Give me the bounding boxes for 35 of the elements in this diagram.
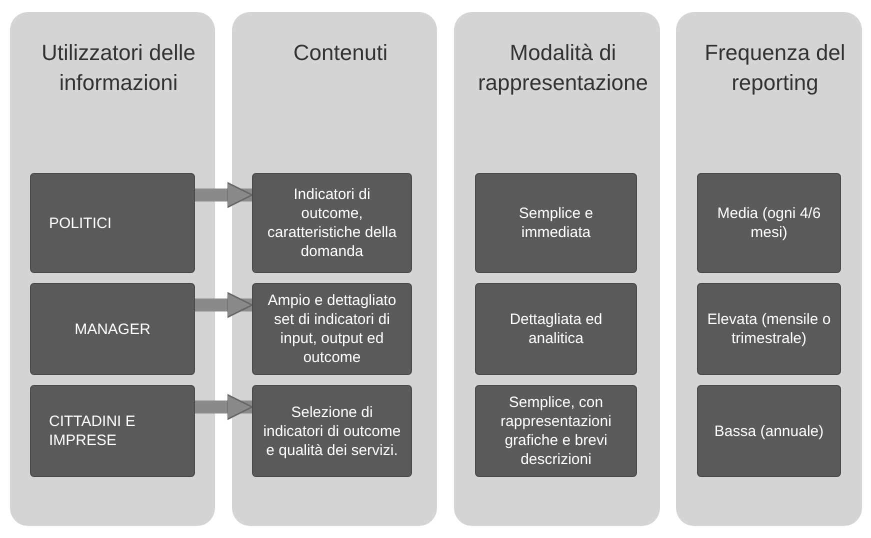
content-box bbox=[252, 283, 412, 375]
column-heading: Modalità di rappresentazione bbox=[476, 39, 649, 97]
box-text: Semplice, con rappresentazioni grafiche e brevi descrizioni bbox=[500, 393, 612, 469]
column-panel bbox=[232, 12, 437, 526]
column-heading: Utilizzatori delle informazioni bbox=[40, 39, 197, 97]
box-text: Elevata (mensile o trimestrale) bbox=[706, 310, 832, 348]
block-arrow bbox=[195, 182, 253, 208]
box-text: Bassa (annuale) bbox=[714, 422, 824, 440]
column-panel bbox=[454, 12, 660, 526]
block-arrow bbox=[195, 394, 253, 420]
column-heading: Contenuti bbox=[292, 39, 389, 67]
content-box bbox=[697, 173, 841, 273]
box-text: Selezione di indicatori di outcome e qualità dei servizi. bbox=[262, 402, 402, 460]
box-text: MANAGER bbox=[74, 320, 150, 338]
content-box bbox=[252, 173, 412, 273]
content-box bbox=[697, 283, 841, 375]
box-text: CITTADINI E IMPRESE bbox=[49, 412, 136, 450]
column-panel bbox=[676, 12, 862, 526]
content-box bbox=[30, 283, 195, 375]
column-heading: Frequenza del reporting bbox=[704, 39, 846, 97]
content-box bbox=[475, 173, 637, 273]
content-box bbox=[475, 385, 637, 477]
content-box bbox=[252, 385, 412, 477]
box-text: POLITICI bbox=[49, 214, 112, 232]
box-text: Semplice e immediata bbox=[518, 204, 594, 242]
box-text: Media (ogni 4/6 mesi) bbox=[716, 204, 822, 242]
content-box bbox=[30, 385, 195, 477]
content-box bbox=[697, 385, 841, 477]
block-arrow bbox=[195, 292, 253, 318]
column-panel bbox=[10, 12, 215, 526]
content-box bbox=[475, 283, 637, 375]
box-text: Indicatori di outcome, caratteristiche della domanda bbox=[266, 185, 398, 261]
box-text: Ampio e dettagliato set di indicatori di input, output ed outcome bbox=[266, 291, 398, 367]
box-text: Dettagliata ed analitica bbox=[508, 310, 604, 348]
content-box bbox=[30, 173, 195, 273]
